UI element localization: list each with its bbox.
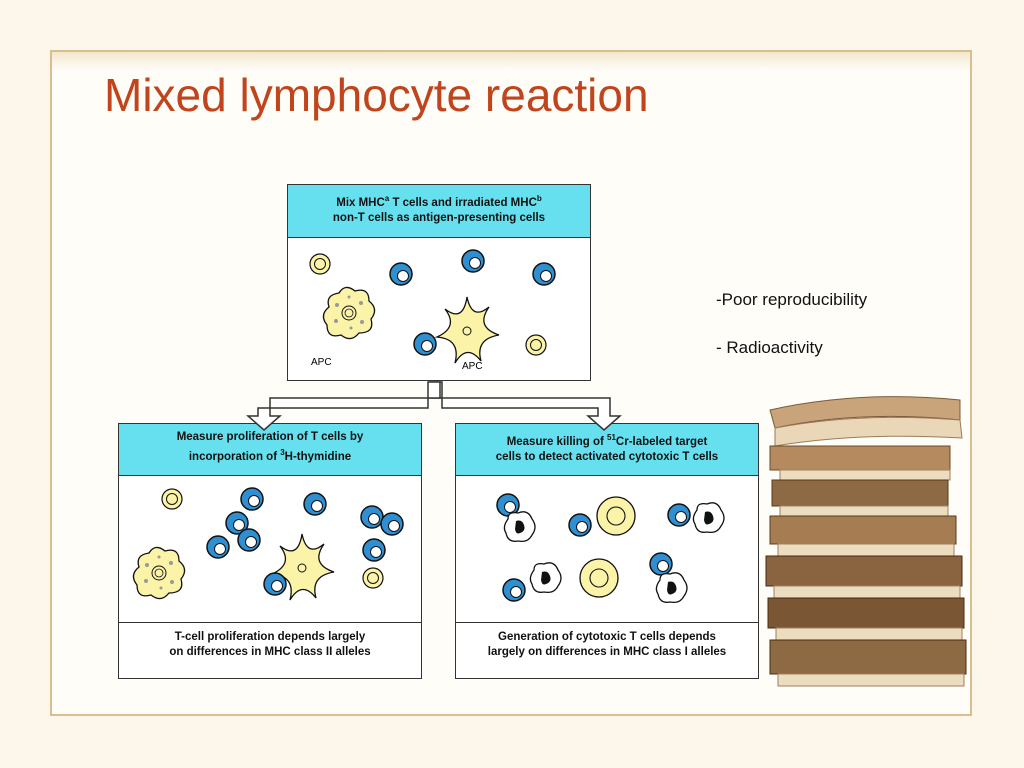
slide-title: Mixed lymphocyte reaction <box>104 69 649 121</box>
left-panel-caption: T-cell proliferation depends largely on … <box>119 622 421 678</box>
bullet-poor-reproducibility: -Poor reproducibility <box>716 290 868 309</box>
bullet-radioactivity: - Radioactivity <box>716 338 823 357</box>
right-panel: Measure killing of 51Cr-labeled target c… <box>455 423 759 679</box>
apc-label-left: APC <box>311 357 332 368</box>
arrow-right <box>429 381 622 431</box>
books-illustration <box>765 396 967 687</box>
arrow-left <box>246 381 441 431</box>
right-panel-caption: Generation of cytotoxic T cells depends … <box>456 622 758 678</box>
right-panel-header: Measure killing of 51Cr-labeled target c… <box>456 424 758 476</box>
top-panel-header: Mix MHCa T cells and irradiated MHCb non… <box>288 185 590 238</box>
apc-label-right: APC <box>462 361 483 372</box>
left-panel-header: Measure proliferation of T cells by inco… <box>119 424 421 476</box>
